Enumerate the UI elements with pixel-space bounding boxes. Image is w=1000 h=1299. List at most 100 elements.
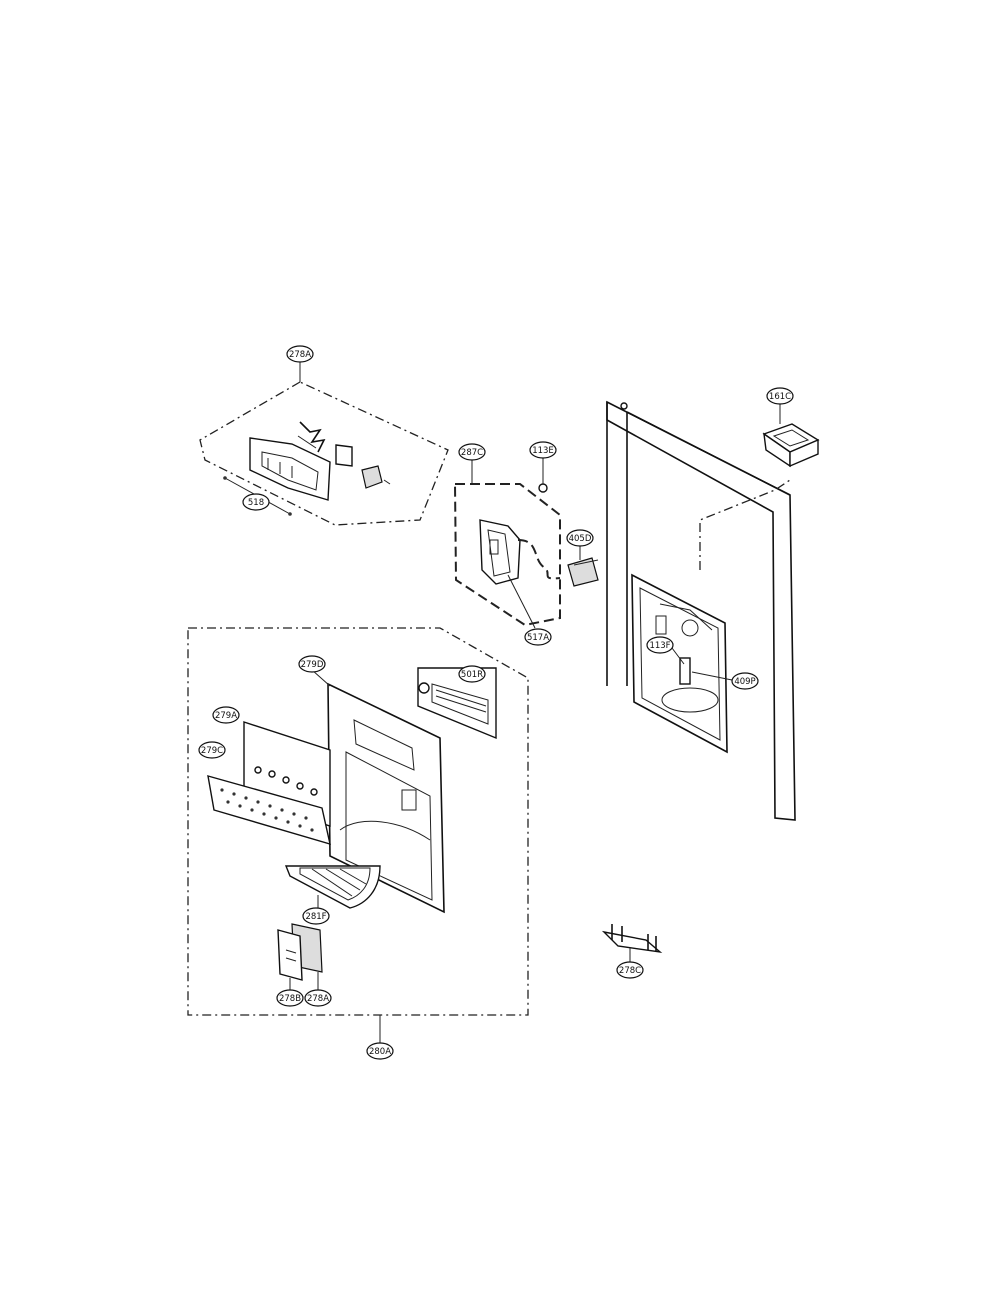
button-dot — [254, 766, 262, 774]
lever-arm — [297, 435, 317, 449]
callout-161C: 161C — [766, 387, 794, 405]
callout-518: 518 — [242, 493, 270, 511]
callout-279A: 279A — [212, 706, 240, 724]
lever-spring — [299, 421, 326, 453]
grille-line — [435, 695, 487, 713]
label-517A: 517A — [527, 633, 549, 643]
door-top-edge — [626, 411, 791, 496]
cover-arch — [339, 820, 431, 841]
label-113F: 113F — [649, 641, 670, 651]
label-287C: 287C — [461, 448, 483, 458]
drip-opening — [661, 687, 719, 713]
dispenser-housing — [249, 437, 331, 501]
reference-line-161C — [699, 479, 791, 570]
cover-display-window — [353, 719, 415, 771]
recess-boss — [681, 619, 699, 637]
label-279D: 279D — [301, 660, 324, 670]
label-113E: 113E — [532, 446, 554, 456]
callout-278A-lower: 278A — [304, 989, 332, 1007]
part-278C — [601, 924, 663, 962]
switch-lead — [383, 479, 391, 485]
solenoid-core — [487, 529, 511, 577]
label-278A-lower: 278A — [307, 994, 329, 1004]
callout-405D: 405D — [566, 529, 594, 547]
button-dot — [268, 770, 276, 778]
grille-line — [435, 689, 487, 707]
label-279C: 279C — [201, 746, 223, 756]
drip-tray-grille — [299, 867, 371, 901]
button-dot — [310, 788, 318, 796]
dispenser-recess — [631, 573, 728, 754]
solenoid-slot — [489, 539, 499, 555]
cover-slot — [401, 789, 417, 811]
wire-harness — [517, 539, 561, 580]
callout-501R: 501R — [458, 665, 486, 683]
callout-278A: 278A — [286, 345, 314, 363]
assembly-278A-outline — [199, 381, 449, 526]
label-278C: 278C — [619, 966, 641, 976]
leader-113F — [671, 647, 685, 665]
membrane-dots — [220, 788, 314, 832]
connector-pin — [573, 559, 599, 566]
connector-405D — [567, 557, 599, 587]
label-279A: 279A — [215, 711, 237, 721]
label-518: 518 — [248, 498, 264, 508]
water-tube — [679, 657, 691, 685]
callout-279D: 279D — [298, 655, 326, 673]
assembly-280A-outline — [187, 627, 529, 1016]
button-dot — [282, 776, 290, 784]
callout-278C: 278C — [616, 961, 644, 979]
actuator-pad — [335, 444, 353, 467]
callout-279C: 279C — [198, 741, 226, 759]
part-161C — [762, 404, 820, 468]
bracket-278C — [601, 930, 663, 954]
recess-detail — [659, 603, 713, 631]
callout-409P: 409P — [731, 672, 759, 690]
callout-280A: 280A — [366, 1042, 394, 1060]
leader-279D — [311, 669, 331, 687]
screw-113E — [538, 483, 548, 493]
button-dot — [296, 782, 304, 790]
assembly-278A — [199, 362, 449, 526]
cover-opening — [345, 751, 433, 901]
assembly-287C-outline — [453, 483, 561, 627]
callout-517A: 517A — [524, 628, 552, 646]
tray-rib — [339, 868, 367, 885]
callout-281F: 281F — [302, 907, 330, 925]
door-panel — [606, 400, 796, 821]
label-501R: 501R — [461, 670, 483, 680]
label-281F: 281F — [305, 912, 326, 922]
board-detail — [285, 949, 297, 954]
tray-rib — [325, 868, 361, 891]
callout-113E: 113E — [529, 441, 557, 459]
dimension-end — [223, 476, 227, 480]
dimension-end — [288, 512, 292, 516]
recess-inner — [639, 587, 721, 741]
leader-409P — [691, 671, 733, 681]
recess-slot — [655, 615, 667, 635]
label-278A: 278A — [289, 350, 311, 360]
solenoid-bracket — [479, 519, 521, 585]
label-278B: 278B — [279, 994, 301, 1004]
micro-switch — [361, 465, 383, 489]
cup-161C-front — [789, 438, 819, 468]
lamp-grille — [431, 683, 489, 725]
housing-inner — [261, 451, 319, 491]
label-409P: 409P — [734, 677, 755, 687]
board-278B — [277, 929, 303, 981]
callout-287C: 287C — [458, 443, 486, 461]
door-hinge-hole — [620, 402, 628, 410]
callout-278B: 278B — [276, 989, 304, 1007]
cup-161C-opening — [772, 429, 810, 447]
assembly-280A — [187, 627, 529, 1043]
lamp-bulb — [418, 682, 430, 694]
assembly-287C — [453, 458, 599, 629]
tray-rib — [311, 868, 353, 897]
drip-tray-281F — [284, 865, 381, 909]
callout-113F: 113F — [646, 636, 674, 654]
board-detail — [285, 957, 297, 962]
label-405D: 405D — [569, 534, 592, 544]
label-280A: 280A — [369, 1047, 391, 1057]
